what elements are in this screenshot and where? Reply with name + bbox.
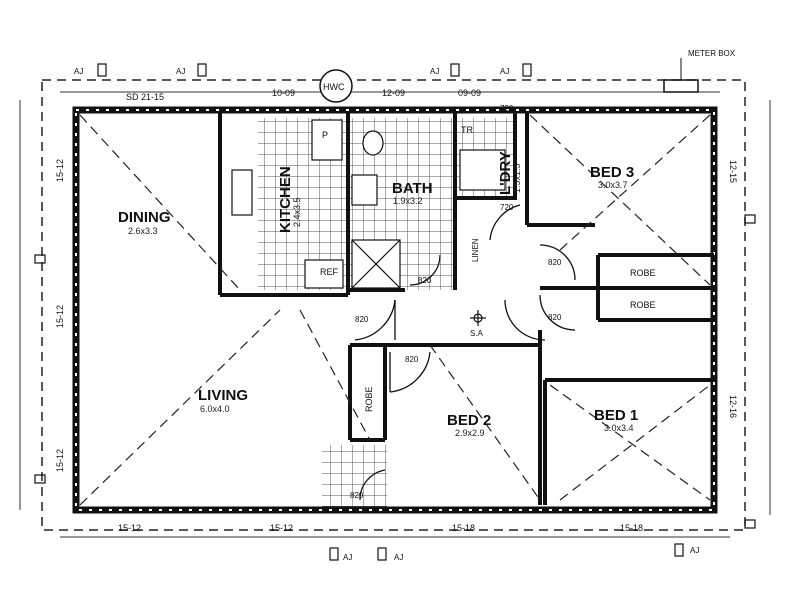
room-label-bed2: BED 2 (447, 412, 491, 429)
meter-box (663, 79, 699, 93)
toilet (362, 130, 384, 156)
smoke-alarm-icon (470, 310, 486, 326)
room-size-bed2: 2.9x2.9 (455, 428, 485, 438)
dim-right-1: 12-15 (728, 160, 738, 183)
robe-label-bed2: ROBE (364, 386, 374, 412)
svg-text:AJ: AJ (430, 67, 439, 76)
room-label-bath: BATH (392, 180, 433, 197)
room-label-laundry: L'DRY (497, 151, 514, 195)
robe-label-bed1: ROBE (630, 300, 656, 310)
svg-text:AJ: AJ (394, 553, 403, 562)
room-size-living: 6.0x4.0 (200, 404, 230, 414)
door-label-robe: 820 (405, 355, 419, 364)
room-size-dining: 2.6x3.3 (128, 226, 158, 236)
hwc-label: HWC (323, 82, 345, 92)
ref-label: REF (320, 267, 339, 277)
door-label-kitchen: 820 (355, 315, 369, 324)
fixtures (231, 119, 506, 289)
dimension-lines (19, 91, 771, 538)
dim-top-2: 12-09 (382, 88, 405, 98)
pantry-label: P (322, 130, 328, 140)
svg-text:AJ: AJ (690, 546, 699, 555)
room-label-kitchen: KITCHEN (277, 166, 294, 233)
room-label-dining: DINING (118, 209, 171, 226)
dim-bottom-1: 15-12 (118, 523, 141, 533)
door-label-entry: 820 (350, 491, 364, 500)
svg-text:AJ: AJ (343, 553, 352, 562)
dim-left-1: 15-12 (55, 159, 65, 182)
dim-bottom-3: 15-18 (452, 523, 475, 533)
toilet-label: TR (461, 125, 473, 135)
door-label-bath: 820 (418, 276, 432, 285)
aj-markers: AJ AJ AJ AJ AJ AJ AJ (74, 67, 699, 562)
room-size-laundry: 1.5x1.5 (512, 163, 522, 193)
aj-marker-symbols (34, 63, 756, 561)
door-label-laundry-top: 720 (500, 104, 514, 113)
room-diagonals (79, 114, 711, 506)
dim-bottom-2: 15-12 (270, 523, 293, 533)
svg-text:AJ: AJ (500, 67, 509, 76)
smoke-alarm-label: S.A (470, 329, 484, 338)
room-label-living: LIVING (198, 387, 248, 404)
interior-walls (218, 112, 714, 505)
dim-left-2: 15-12 (55, 305, 65, 328)
room-size-bed1: 3.0x3.4 (604, 423, 634, 433)
door-swings (354, 204, 576, 501)
dim-bottom-4: 15-18 (620, 523, 643, 533)
door-label-laundry: 720 (500, 203, 514, 212)
dim-right-2: 12-16 (728, 395, 738, 418)
site-boundary (41, 79, 746, 531)
linen-label: LINEN (471, 238, 480, 262)
room-size-bath: 1.9x3.2 (393, 196, 423, 206)
meter-box-label: METER BOX (688, 49, 736, 58)
outer-walls (72, 106, 718, 514)
room-label-bed3: BED 3 (590, 164, 634, 181)
hwc-circle (319, 69, 353, 103)
pantry-box (311, 119, 343, 161)
room-label-bed1: BED 1 (594, 407, 638, 424)
dim-top-1: 10-09 (272, 88, 295, 98)
entry-tiles (322, 445, 387, 507)
door-label-bed3: 820 (548, 258, 562, 267)
svg-text:AJ: AJ (74, 67, 83, 76)
svg-text:AJ: AJ (176, 67, 185, 76)
room-size-kitchen: 2.4x3.5 (292, 197, 302, 227)
door-label-bed1: 820 (548, 313, 562, 322)
dim-left-3: 15-12 (55, 449, 65, 472)
robe-label-bed3: ROBE (630, 268, 656, 278)
sd-label: SD 21-15 (126, 92, 164, 102)
dim-top-3: 09-09 (458, 88, 481, 98)
room-size-bed3: 3.0x3.7 (598, 180, 628, 190)
